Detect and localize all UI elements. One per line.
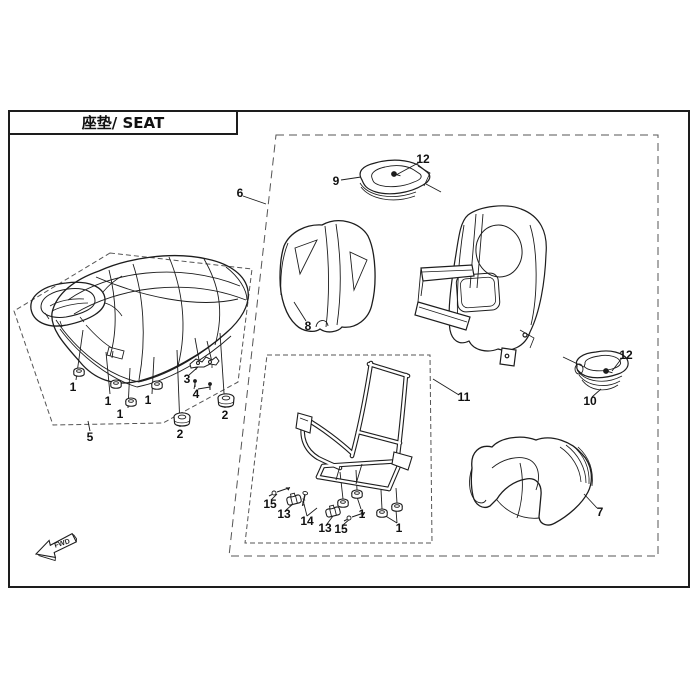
page-border xyxy=(8,110,690,588)
grab-handle-10-art xyxy=(574,350,629,391)
callout-1-e: 1 xyxy=(358,507,366,521)
fwd-arrow-label: FWD xyxy=(54,538,71,549)
callout-5: 5 xyxy=(86,430,94,444)
callout-14: 14 xyxy=(300,514,314,528)
grab-handle-9-art xyxy=(359,159,431,201)
callout-8: 8 xyxy=(304,319,312,333)
callout-15-b: 15 xyxy=(334,522,348,536)
callout-13-b: 13 xyxy=(318,521,332,535)
callout-1-a: 1 xyxy=(69,380,77,394)
callout-11: 11 xyxy=(457,390,471,404)
callout-9: 9 xyxy=(332,174,340,188)
group-box-5 xyxy=(13,252,253,426)
callout-7: 7 xyxy=(596,505,604,519)
seat-latch-art xyxy=(189,356,220,370)
callout-12-b: 12 xyxy=(619,348,633,362)
page-title: 座垫/ SEAT xyxy=(81,114,165,132)
callout-10: 10 xyxy=(583,394,597,408)
callout-1-c: 1 xyxy=(116,407,124,421)
backrest-bracket-art xyxy=(414,205,547,367)
group-box-6 xyxy=(228,134,659,557)
callout-13-a: 13 xyxy=(277,507,291,521)
diagram-title-box: 座垫/ SEAT xyxy=(8,110,238,135)
group-box-11 xyxy=(244,354,433,544)
callout-1-f: 1 xyxy=(395,521,403,535)
dashed-group-boxes xyxy=(13,134,659,557)
callout-15-a: 15 xyxy=(263,497,277,511)
callout-1-b: 1 xyxy=(104,394,112,408)
backrest-cushion-art xyxy=(279,220,376,333)
callout-4: 4 xyxy=(192,387,200,401)
callout-1-d: 1 xyxy=(144,393,152,407)
callout-2-a: 2 xyxy=(176,427,184,441)
callout-2-b: 2 xyxy=(221,408,229,422)
callout-3: 3 xyxy=(183,372,191,386)
rear-cover-art xyxy=(469,436,593,526)
fwd-arrow: FWD xyxy=(34,532,78,562)
seat-frame-art xyxy=(295,360,413,492)
callout-12-a: 12 xyxy=(416,152,430,166)
callout-6: 6 xyxy=(236,186,244,200)
seat-cushion-art xyxy=(30,254,249,388)
